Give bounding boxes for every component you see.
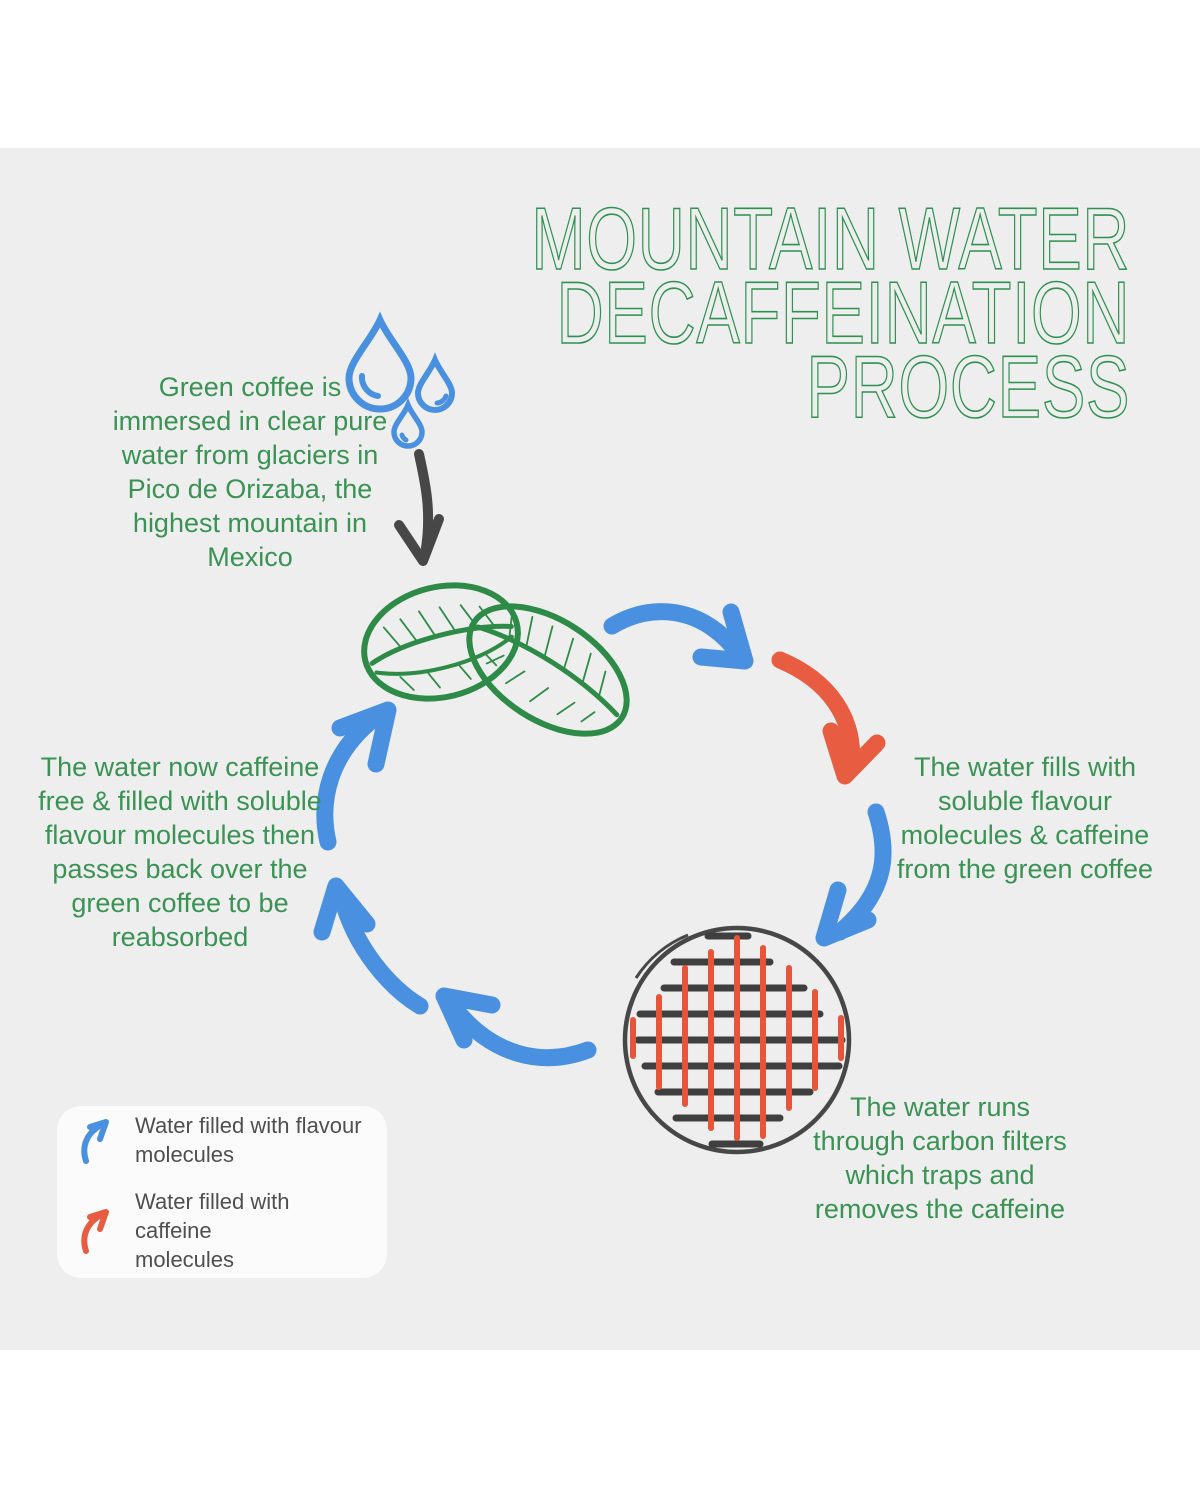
cycle-arrow-caffeine-down-icon — [771, 651, 886, 785]
step-text-extraction: The water fills with soluble flavour mol… — [896, 752, 1154, 884]
green-coffee-beans-illustration — [361, 582, 630, 737]
red-curved-arrow-icon — [81, 1209, 109, 1254]
step-text-filtering: The water runs through carbon filters wh… — [813, 1092, 1067, 1224]
cycle-arrow-to-beans-icon — [316, 701, 397, 851]
water-droplets-icon — [345, 311, 456, 449]
process-cycle-illustration — [313, 311, 892, 1155]
legend: Water filled with flavour molecules Wate… — [57, 1106, 387, 1278]
cycle-arrow-beans-to-right-icon — [603, 603, 754, 670]
legend-label-flavour: Water filled with flavour molecules — [135, 1112, 362, 1167]
legend-label-caffeine: Water filled with caffeine molecules — [135, 1188, 290, 1272]
cycle-arrow-left-up-icon — [313, 877, 429, 1015]
step-text-immersion: Green coffee is immersed in clear pure w… — [112, 372, 388, 572]
legend-item-caffeine: Water filled with caffeine molecules — [77, 1187, 367, 1274]
down-arrow-icon — [394, 449, 444, 566]
cycle-arrow-filter-to-left-icon — [435, 987, 597, 1067]
infographic-canvas: MOUNTAIN WATER DECAFFEINATION PROCESS — [0, 148, 1200, 1350]
cycle-arrow-into-filter-icon — [815, 803, 892, 947]
blue-curved-arrow-icon — [81, 1118, 109, 1164]
step-text-reabsorption: The water now caffeine free & filled wit… — [38, 752, 322, 952]
carbon-filter-illustration — [622, 925, 852, 1155]
legend-item-flavour: Water filled with flavour molecules — [77, 1111, 367, 1169]
page-title: MOUNTAIN WATER DECAFFEINATION PROCESS — [531, 189, 1130, 436]
